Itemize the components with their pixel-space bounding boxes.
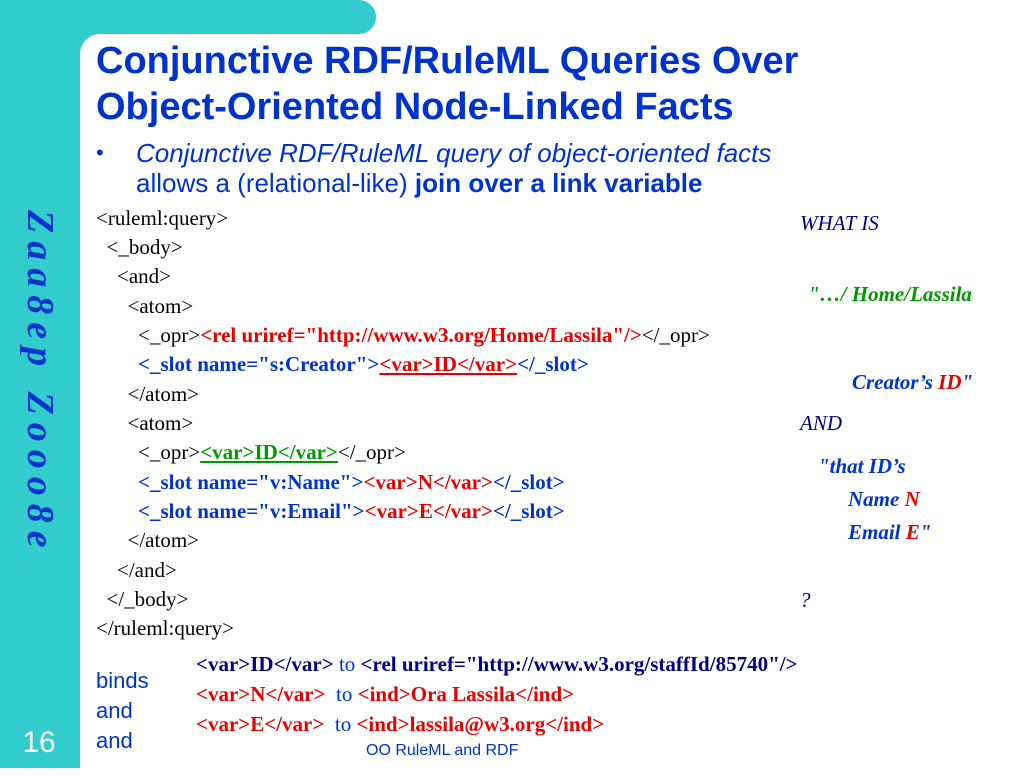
sidebar-vertical-logo: Zaa8ep Zooo8e (14, 210, 66, 680)
code-fragment: <_opr> (96, 440, 201, 464)
binding-var: <var>ID</var> (196, 652, 334, 676)
binding-keyword: and (96, 698, 133, 723)
code-fragment: <_opr> (96, 323, 201, 347)
code-line: <atom> (96, 294, 194, 318)
note-text: Email (848, 520, 906, 544)
code-line: <ruleml:query> (96, 206, 229, 230)
note-that-ids: "that ID’s (818, 454, 906, 479)
code-line: <_body> (96, 235, 183, 259)
code-fragment: </_opr> (641, 323, 710, 347)
code-line: <_opr><var>ID</var></_opr> (96, 440, 406, 465)
note-text: WHAT IS (800, 211, 879, 235)
code-line: <_slot name="v:Email"><var>E</var></_slo… (96, 499, 565, 524)
code-fragment: <_slot name="v:Name"> (96, 470, 364, 494)
page-number: 16 (22, 726, 56, 759)
note-question: ? (800, 588, 811, 613)
note-text: Name (848, 487, 905, 511)
code-fragment: </_opr> (337, 440, 406, 464)
corner-curve (80, 34, 100, 54)
binding-target: <ind>lassila@w3.org</ind> (356, 712, 605, 736)
code-fragment: </_slot> (492, 470, 565, 494)
sidebar-logo-text: Zaa8ep Zooo8e (19, 210, 61, 556)
binding-to: to (333, 652, 361, 676)
title-line-1: Conjunctive RDF/RuleML Queries Over (96, 40, 799, 82)
note-text: " (919, 520, 932, 544)
bullet-italic-line: Conjunctive RDF/RuleML query of object-o… (136, 138, 772, 168)
title-line-2: Object-Oriented Node-Linked Facts (96, 86, 734, 128)
binding-value: <var>ID</var> to <rel uriref="http://www… (196, 652, 798, 677)
binding-to: to (325, 682, 358, 706)
code-fragment: <var>N</var> (363, 470, 493, 494)
note-var: E (905, 520, 920, 544)
binding-keyword: binds (96, 668, 149, 693)
code-fragment: </_slot> (492, 499, 565, 523)
bullet-line-2: allows a (relational-like) join over a l… (136, 168, 1006, 198)
note-var: ID (938, 370, 962, 394)
code-line: <_slot name="v:Name"><var>N</var></_slot… (96, 470, 565, 495)
note-text: "that ID’s (818, 454, 906, 478)
binding-to: to (324, 712, 357, 736)
binding-var: <var>N</var> (196, 682, 326, 706)
code-fragment: <var>E</var> (364, 499, 493, 523)
note-home-lassila: "…/ Home/Lassila (808, 282, 972, 307)
binding-value: <var>N</var> to <ind>Ora Lassila</ind> (196, 682, 574, 707)
code-line: </ruleml:query> (96, 616, 234, 640)
code-fragment: <_slot name="v:Email"> (96, 499, 365, 523)
note-creators-id: Creator’s ID" (852, 370, 973, 395)
slide-footer: OO RuleML and RDF (366, 742, 519, 759)
code-fragment: <var>ID</var> (200, 440, 338, 464)
bullet-plain-part: allows a (relational-like) (136, 168, 415, 198)
sidebar-band (0, 0, 80, 768)
note-what-is: WHAT IS (800, 211, 879, 236)
note-text: "…/ Home/Lassila (808, 282, 972, 306)
binding-target: <rel uriref="http://www.w3.org/staffId/8… (360, 652, 798, 676)
binding-row: and <var>E</var> to <ind>lassila@w3.org<… (96, 710, 604, 782)
bullet-dot: • (96, 140, 104, 165)
code-line: </_body> (96, 587, 189, 611)
code-fragment: <var>ID</var> (379, 352, 518, 376)
note-text: AND (800, 411, 842, 435)
code-line: <atom> (96, 411, 194, 435)
note-name: Name N (848, 487, 920, 512)
top-band (78, 0, 376, 34)
code-fragment: <_slot name="s:Creator"> (96, 352, 380, 376)
binding-row: and <var>N</var> to <ind>Ora Lassila</in… (96, 680, 574, 752)
binding-row: binds <var>ID</var> to <rel uriref="http… (96, 650, 798, 722)
bullet-text: Conjunctive RDF/RuleML query of object-o… (136, 138, 1006, 198)
code-fragment: <rel uriref="http://www.w3.org/Home/Lass… (200, 323, 642, 347)
note-var: N (904, 487, 920, 511)
code-line: </atom> (96, 382, 200, 406)
binding-keyword: and (96, 728, 133, 753)
slide-title: Conjunctive RDF/RuleML Queries Over Obje… (96, 38, 996, 130)
code-line: </and> (96, 558, 177, 582)
code-line: <_slot name="s:Creator"><var>ID</var></_… (96, 352, 589, 377)
code-line: <and> (96, 264, 172, 288)
note-text: " (961, 370, 974, 394)
code-line: <_opr><rel uriref="http://www.w3.org/Hom… (96, 323, 710, 348)
binding-var: <var>E</var> (196, 712, 325, 736)
bullet-bold-part: join over a link variable (414, 168, 703, 198)
binding-value: <var>E</var> to <ind>lassila@w3.org</ind… (196, 712, 604, 737)
code-line: </atom> (96, 528, 200, 552)
note-text: Creator’s (852, 370, 939, 394)
note-and: AND (800, 411, 842, 436)
binding-target: <ind>Ora Lassila</ind> (357, 682, 575, 706)
note-email: Email E" (848, 520, 931, 545)
code-fragment: </_slot> (517, 352, 589, 376)
note-text: ? (800, 588, 811, 612)
